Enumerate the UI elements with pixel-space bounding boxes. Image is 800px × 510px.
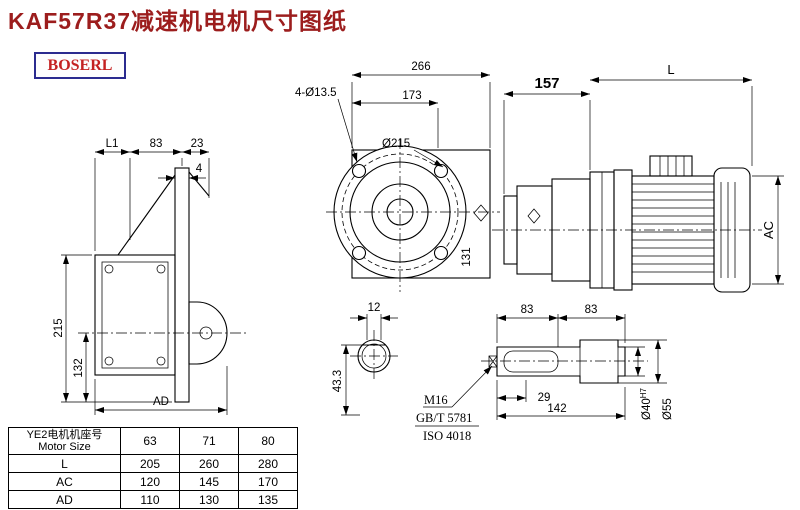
brand-logo: BOSERL <box>34 52 126 79</box>
page-title: KAF57R37减速机电机尺寸图纸 <box>8 8 348 34</box>
dim-od-55: Ø55 <box>662 398 674 420</box>
dim-bore-40H7: Ø40H7 <box>639 387 653 420</box>
dim-L: L <box>667 62 674 77</box>
left-side-view: L1 83 23 4 215 132 AD <box>53 138 246 415</box>
dim-83-a: 83 <box>521 304 534 316</box>
cell: 120 <box>120 472 180 491</box>
cell: 110 <box>120 490 180 509</box>
dim-flange-diameter: Ø215 <box>382 138 410 150</box>
table-row: AD 110 130 135 <box>8 490 298 509</box>
note-thread-M16: M16 <box>424 393 448 407</box>
table-row: AC 120 145 170 <box>8 472 298 491</box>
size-71: 71 <box>179 427 239 455</box>
dim-4: 4 <box>196 163 203 175</box>
note-iso-standard: ISO 4018 <box>423 429 471 443</box>
cell: 130 <box>179 490 239 509</box>
row-label-L: L <box>8 454 121 473</box>
dim-83-left: 83 <box>150 138 163 150</box>
dim-131: 131 <box>461 247 473 266</box>
right-side-view: 157 L AC <box>492 62 784 293</box>
dim-29: 29 <box>538 392 551 404</box>
dim-43-3: 43.3 <box>332 370 344 392</box>
cell: 170 <box>238 472 298 491</box>
shaft-section-view: 12 43.3 <box>332 302 398 416</box>
table-header-motor-size: YE2电机机座号 Motor Size <box>8 427 121 455</box>
table-row: L 205 260 280 <box>8 454 298 473</box>
header-en: Motor Size <box>38 441 91 453</box>
shaft-detail-view: 83 83 29 142 Ø40H7 Ø55 M16 GB/T 5781 ISO… <box>415 304 674 443</box>
dim-142: 142 <box>547 403 566 415</box>
row-label-AC: AC <box>8 472 121 491</box>
cell: 205 <box>120 454 180 473</box>
cell: 135 <box>238 490 298 509</box>
cell: 280 <box>238 454 298 473</box>
dim-L1: L1 <box>106 138 119 150</box>
note-gb-standard: GB/T 5781 <box>416 411 472 425</box>
table-header-row: YE2电机机座号 Motor Size 63 71 80 <box>8 427 298 455</box>
dim-83-b: 83 <box>585 304 598 316</box>
dim-bolt-holes: 4-Ø13.5 <box>295 87 337 99</box>
cell: 145 <box>179 472 239 491</box>
cell: 260 <box>179 454 239 473</box>
dim-132: 132 <box>73 358 85 377</box>
dim-23: 23 <box>191 138 204 150</box>
dim-12: 12 <box>368 302 381 314</box>
motor-size-table: YE2电机机座号 Motor Size 63 71 80 L 205 260 2… <box>8 427 298 509</box>
size-63: 63 <box>120 427 180 455</box>
dim-157: 157 <box>534 75 559 92</box>
row-label-AD: AD <box>8 490 121 509</box>
dim-AC: AC <box>761 221 776 239</box>
dim-215: 215 <box>53 318 65 337</box>
header-cn: YE2电机机座号 <box>26 429 103 441</box>
front-view: 266 173 4-Ø13.5 Ø215 131 <box>295 61 500 292</box>
dim-AD: AD <box>153 396 169 408</box>
size-80: 80 <box>238 427 298 455</box>
dim-266: 266 <box>411 61 430 73</box>
dim-173: 173 <box>402 90 421 102</box>
